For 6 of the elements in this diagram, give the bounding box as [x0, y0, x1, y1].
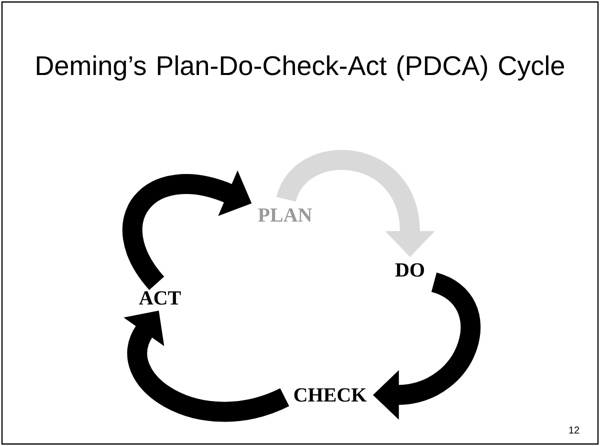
page-number: 12 [569, 426, 580, 434]
step-label: CHECK [294, 388, 367, 402]
step-label: DO [395, 263, 424, 277]
title: Deming’s Plan-Do-Check-Act (PDCA) Cycle [36, 55, 564, 81]
step-label: PLAN [258, 208, 312, 222]
step-label: ACT [139, 291, 181, 305]
